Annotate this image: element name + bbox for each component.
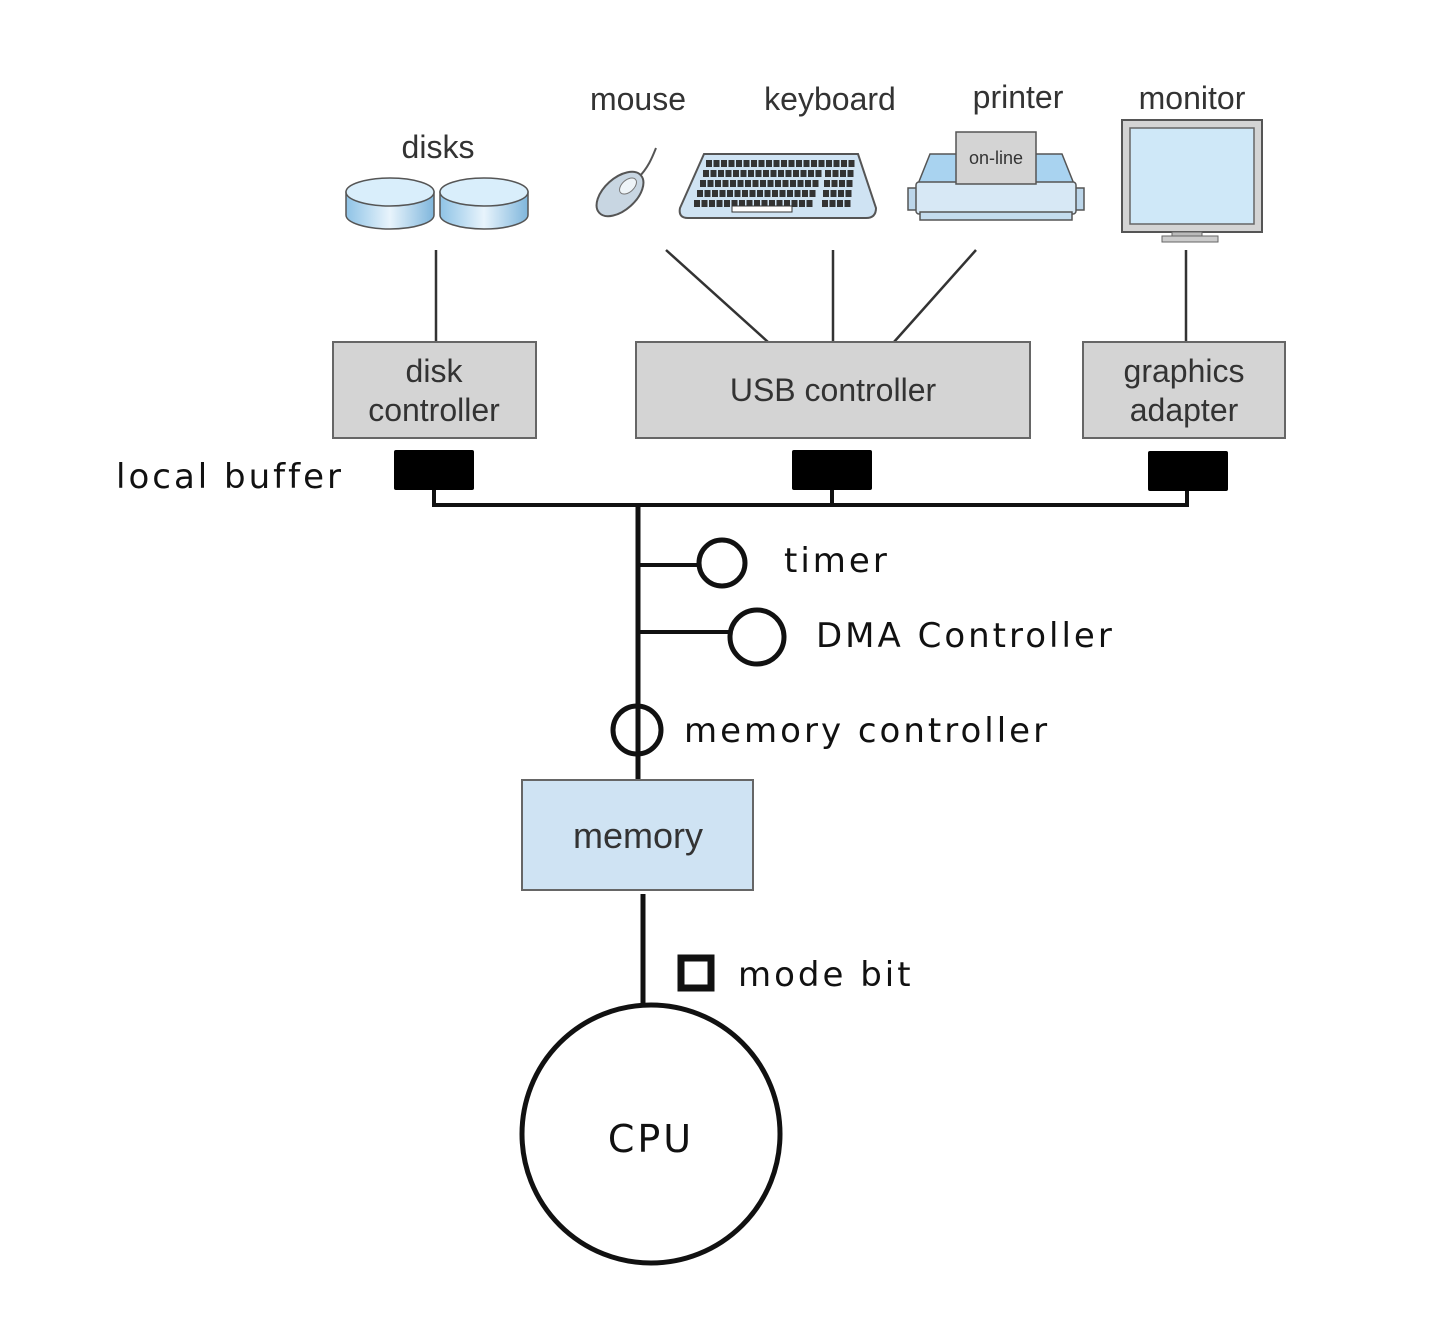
usb-controller-box: USB controller [635,341,1031,439]
cpu-node: CPU [519,1002,783,1266]
keyboard-icon [678,153,878,219]
timer-node [638,537,748,589]
usb-local-buffer [792,450,872,490]
graphics-adapter-label-line2: adapter [1130,392,1239,428]
printer-icon: on-line [907,131,1085,221]
disk-controller-label-line2: controller [368,392,500,428]
monitor-icon [1121,119,1263,243]
graphics-adapter-box: graphics adapter [1082,341,1286,439]
memory-label: memory [573,815,703,856]
disk-local-buffer [394,450,474,490]
memory-controller-label: memory controller [684,711,1050,751]
local-buffer-label: local buffer [116,457,344,497]
disk-controller-label-line1: disk [406,353,464,389]
dma-controller-node [638,607,787,667]
mouse-label: mouse [590,81,686,117]
monitor-label: monitor [1139,80,1246,116]
disks-icon [345,177,529,230]
disks-label: disks [402,129,475,165]
mode-bit-indicator [677,954,715,992]
keyboard-label: keyboard [764,81,896,117]
device-wires [434,249,1188,343]
printer-status-label: on-line [969,148,1023,168]
usb-controller-label: USB controller [730,372,937,408]
timer-label: timer [784,541,890,581]
printer-label: printer [973,79,1064,115]
disk-controller-box: disk controller [332,341,537,439]
cpu-label: CPU [608,1117,694,1161]
graphics-adapter-label-line1: graphics [1124,353,1245,389]
dma-controller-label: DMA Controller [816,616,1115,656]
memory-box: memory [521,779,754,891]
mouse-icon [595,147,657,218]
mode-bit-label: mode bit [738,955,914,995]
graphics-local-buffer [1148,451,1228,491]
